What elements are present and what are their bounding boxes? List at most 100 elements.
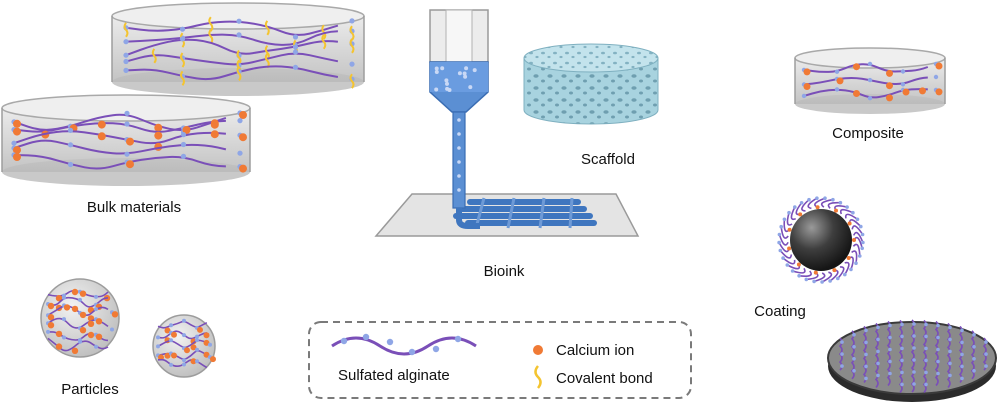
sulfate-bead [876,349,880,354]
particle-large [40,278,120,358]
alginate-chain [803,63,929,73]
sulfate-bead [779,224,783,229]
alginate-chain [125,20,339,36]
sulfate-bead [912,358,916,362]
sulfate-bead [828,279,832,283]
alginate-chain [47,296,109,308]
sulfate-bead [110,327,114,332]
sulfate-bead [182,362,186,367]
calcium-ion [97,120,106,129]
calcium-ion [79,290,87,297]
sulfate-bead [464,66,469,71]
calcium-ion [55,295,63,302]
sulfate-bead [777,232,782,237]
sulfate-bead [812,279,816,284]
sulfate-bead [457,160,461,164]
calcium-ion [886,82,893,90]
sulfate-bead [860,232,865,237]
sulfate-bead [900,346,904,351]
sulfate-bead [169,323,173,328]
calcium-ion [935,62,943,70]
alginate-chain [13,139,227,155]
alginate-chain [820,198,834,208]
sulfate-bead [195,359,199,364]
sulfate-bead [169,362,173,367]
porous-scaffold [523,43,659,125]
sulfate-bead [292,44,299,50]
covalent-bond [236,49,242,66]
alginate-chain [799,270,812,277]
alginate-chain [782,257,796,265]
sulfate-bead [462,71,467,76]
sulfate-bead [864,328,868,333]
covalent-bond [180,70,185,86]
sulfate-bead [972,345,976,349]
sulfate-bead [852,369,856,373]
sulfate-bead [854,261,858,266]
legend-calcium-dot [533,345,543,355]
sulfate-bead [900,334,904,339]
sulfate-bead [790,269,795,273]
sulfate-bead [888,323,892,328]
sulfate-bead [349,18,355,24]
sulfate-bead [292,64,299,70]
calcium-ion [79,327,87,334]
calcium-ion [154,131,163,140]
sulfate-bead [457,71,462,76]
legend-calcium-label: Calcium ion [556,342,634,359]
sulfate-bead [94,294,98,299]
sulfate-bead [62,317,66,322]
sulfate-bead [801,93,807,99]
sulfate-bead [936,335,940,340]
sulfate-bead [445,81,449,86]
sulfate-bead [432,345,440,353]
calcium-ion [210,130,219,139]
legend-covalent-label: Covalent bond [556,370,653,387]
calcium-ion [171,331,177,338]
calcium-ion [171,352,177,359]
sulfate-bead [900,322,904,327]
sulfate-bead [948,349,952,354]
sulfate-bead [62,335,66,340]
calcium-ion [815,205,820,210]
calcium-ion [886,69,893,77]
calcium-ion [935,88,943,96]
legend-alginate-label: Sulfated alginate [338,367,450,384]
alginate-chain [922,319,927,393]
sulfate-bead [434,70,439,74]
sulfate-bead [864,340,868,345]
sulfate-bead [849,267,853,272]
calcium-ion [190,338,197,345]
calcium-ion [47,314,55,321]
sulfate-bead [960,376,964,381]
coated-sphere [777,196,865,284]
sulfate-bead [815,196,819,200]
alginate-chain [125,38,339,57]
sulfate-bead [834,87,840,92]
calcium-ion [13,153,21,161]
sulfate-bead [924,370,928,375]
alginate-chain [780,226,789,239]
calcium-ion [190,344,197,351]
calcium-ion [71,305,79,313]
calcium-ion [836,77,844,85]
calcium-ion [203,339,210,346]
alginate-chain [852,243,861,257]
calcium-ion [197,326,203,333]
alginate-chain [790,206,796,221]
bulk-top-chains [123,16,355,89]
covalent-bond [264,53,270,69]
sulfate-bead [984,340,988,344]
alginate-chain [13,130,227,145]
bioink-chains [434,66,477,192]
sulfate-bead [984,364,988,368]
sulfate-bead [840,352,844,356]
calcium-ion [13,127,21,136]
label-composite: Composite [832,125,904,142]
label-bulk-materials: Bulk materials [87,199,181,216]
calcium-ion [832,268,837,273]
label-coating: Coating [754,303,806,320]
sulfate-bead [386,338,394,346]
sulfate-bead [179,26,186,32]
calcium-ion [97,132,106,141]
